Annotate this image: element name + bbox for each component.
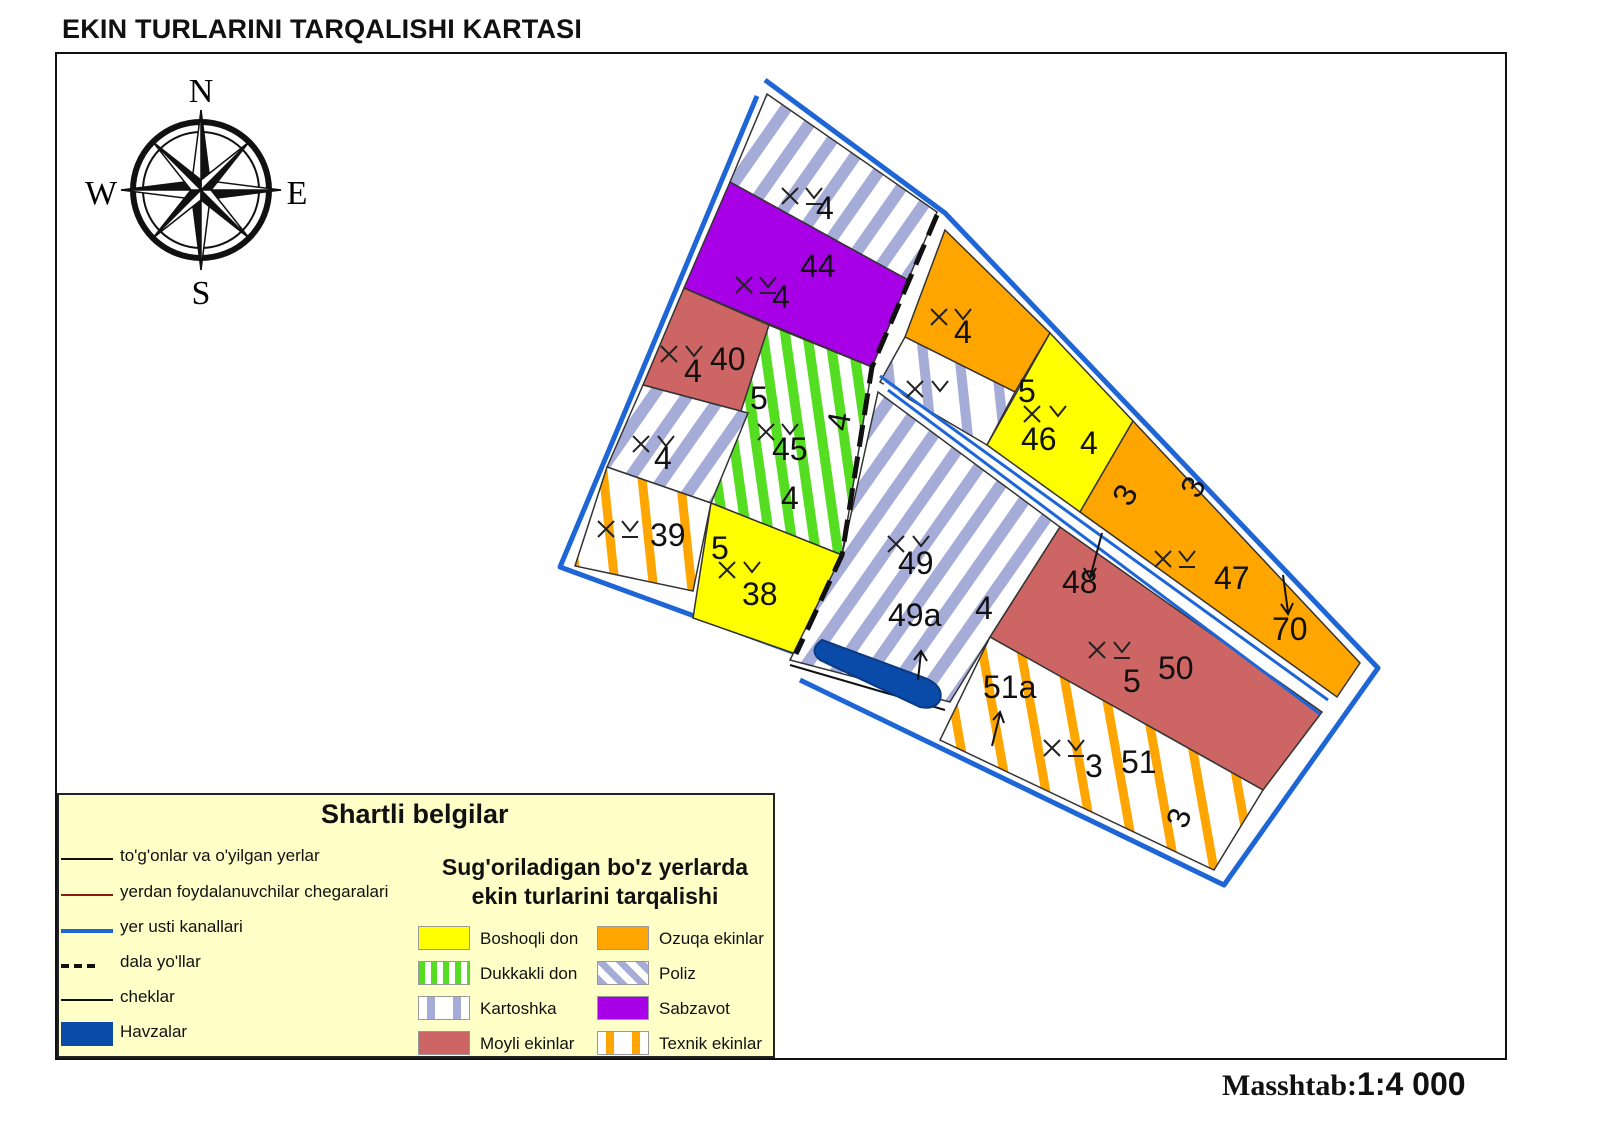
legend-crop-label: Poliz [659, 964, 696, 983]
field-label-70: 70 [1272, 611, 1308, 647]
legend-item-dams: to'g'onlar va o'yilgan yerlar [59, 841, 419, 877]
soil-code: 4 [816, 190, 834, 226]
field-label-44: 44 [800, 248, 836, 284]
field-label-38: 38 [742, 576, 778, 612]
legend-item-label: yer usti kanallari [120, 917, 243, 936]
soil-code: 4 [654, 440, 672, 476]
legend-title: Shartli belgilar [321, 799, 509, 829]
legend-line-symbol [61, 964, 95, 968]
soil-code: 4 [819, 409, 858, 433]
legend-subtitle-line1: Sug'oriladigan bo'z yerlarda [441, 854, 749, 880]
soil-code: 4 [1080, 425, 1098, 461]
legend-swatch-ozuqa [597, 926, 649, 950]
compass-rose-icon: N S E W [85, 73, 307, 312]
field-label-49a: 49a [888, 597, 942, 633]
field-label-51: 51 [1121, 744, 1157, 780]
legend-item-field-roads: dala yo'llar [59, 947, 419, 983]
compass-west: W [85, 175, 118, 212]
legend-line-symbol [61, 999, 113, 1001]
flow-arrows [913, 532, 1294, 747]
field-label-40: 40 [710, 341, 746, 377]
soil-code: 4 [772, 279, 790, 315]
field-label-51a: 51a [983, 669, 1037, 705]
legend-crop-label: Texnik ekinlar [659, 1034, 762, 1053]
legend-crop-label: Kartoshka [480, 999, 557, 1018]
field-road [793, 214, 940, 656]
legend-subtitle: Sug'oriladigan bo'z yerlarda ekin turlar… [419, 853, 771, 911]
soil-code: 4 [684, 353, 702, 389]
inner-canals [789, 374, 1329, 716]
legend-item-label: Havzalar [120, 1022, 188, 1041]
map-title: EKIN TURLARINI TARQALISHI KARTASI [62, 14, 583, 44]
legend-line-symbol [61, 894, 113, 896]
field-label-47: 47 [1214, 560, 1250, 596]
soil-code: 4 [781, 480, 799, 516]
legend-swatch-kartoshka [418, 996, 470, 1020]
legend-swatch-dukkakli [418, 961, 470, 985]
soil-code: 3 [1085, 748, 1103, 784]
legend-item-reservoirs: Havzalar [59, 1017, 419, 1053]
legend-line-symbol [61, 929, 113, 933]
map-scale: Masshtab:1:4 000 [1222, 1066, 1466, 1103]
legend-item-label: yerdan foydalanuvchilar chegaralari [120, 882, 389, 901]
compass-south: S [192, 275, 211, 312]
legend-subtitle-line2: ekin turlarini tarqalishi [471, 883, 719, 909]
legend-line-symbol [61, 858, 113, 860]
field-polygons [574, 92, 1361, 871]
legend-swatch-texnik [597, 1031, 649, 1055]
field-label-50: 50 [1158, 650, 1194, 686]
soil-code: 5 [1018, 373, 1036, 409]
field-51-texnik [938, 635, 1265, 871]
legend-swatch-boshoqli [418, 926, 470, 950]
scale-label: Masshtab: [1222, 1069, 1358, 1102]
legend-crop-label: Boshoqli don [480, 929, 579, 948]
map-frame [55, 52, 1507, 1060]
field-label-39: 39 [650, 517, 686, 553]
compass-east: E [287, 175, 308, 212]
legend-crop-label: Moyli ekinlar [480, 1034, 575, 1053]
field-label-48: 48 [1062, 564, 1098, 600]
soil-code: 5 [750, 380, 768, 416]
legend-item-boundaries: yerdan foydalanuvchilar chegaralari [59, 877, 419, 913]
legend-item-label: dala yo'llar [120, 952, 201, 971]
legend-swatch-moyli [418, 1031, 470, 1055]
compass-north: N [189, 73, 214, 110]
soil-code: 4 [975, 590, 993, 626]
reservoir [813, 638, 942, 709]
legend-swatch-poliz [597, 961, 649, 985]
field-label-49: 49 [898, 545, 934, 581]
legend-swatch-sabzavot [597, 996, 649, 1020]
field-label-45: 45 [772, 431, 808, 467]
legend-panel: Shartli belgilar to'g'onlar va o'yilgan … [57, 793, 775, 1058]
legend-item-canals: yer usti kanallari [59, 912, 419, 948]
scale-value: 1:4 000 [1357, 1066, 1466, 1102]
legend-item-label: to'g'onlar va o'yilgan yerlar [120, 846, 320, 865]
legend-crop-label: Ozuqa ekinlar [659, 929, 764, 948]
crop-symbol-marks [597, 187, 1196, 757]
legend-crop-label: Dukkakli don [480, 964, 578, 983]
field-39-texnik [574, 466, 712, 592]
soil-code: 4 [954, 314, 972, 350]
legend-fill-symbol [61, 1022, 113, 1046]
field-label-46: 46 [1021, 421, 1057, 457]
legend-item-label: cheklar [120, 987, 175, 1006]
soil-code: 5 [711, 530, 729, 566]
soil-code: 5 [1123, 663, 1141, 699]
legend-crop-label: Sabzavot [659, 999, 730, 1018]
legend-item-checks: cheklar [59, 982, 419, 1018]
